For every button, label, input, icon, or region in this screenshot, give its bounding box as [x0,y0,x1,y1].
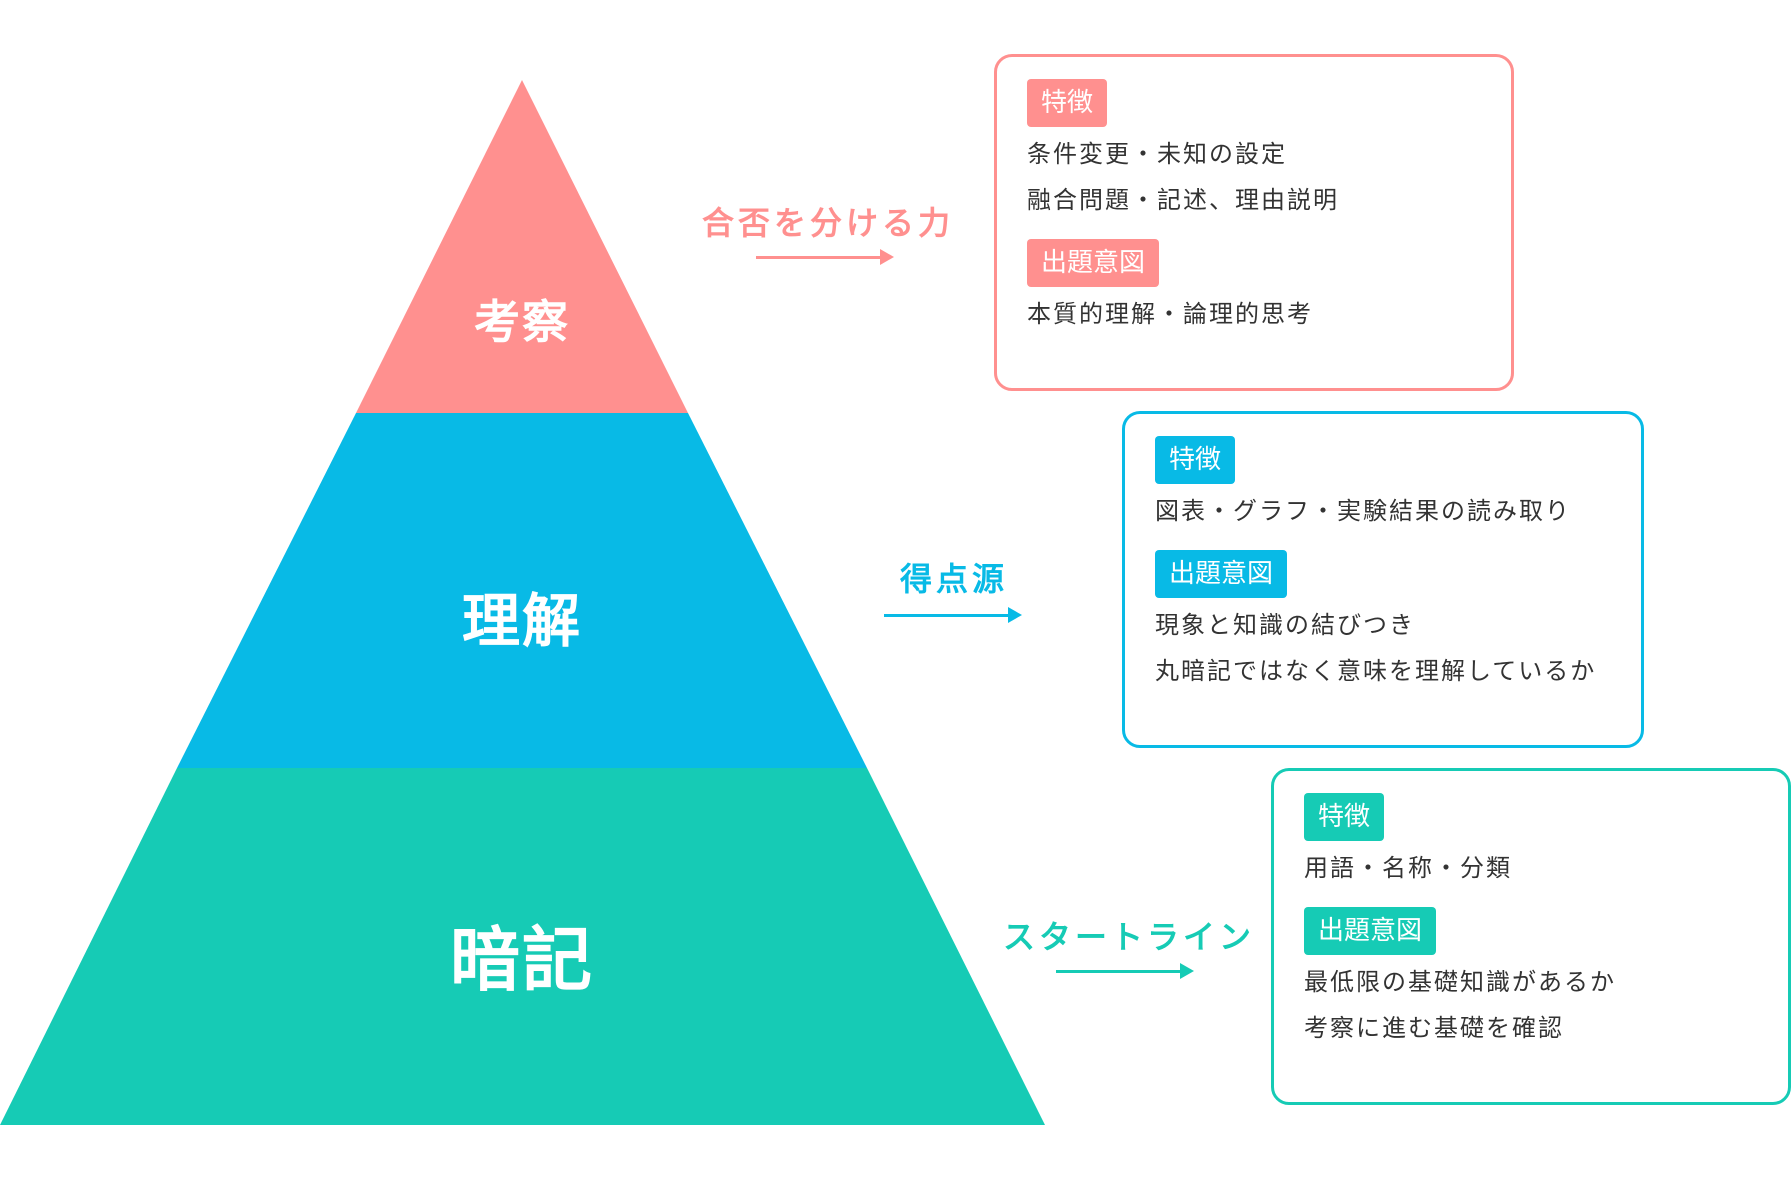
intent-section: 出題意図 本質的理解・論理的思考 [1027,239,1481,337]
tier-label-bottom: 暗記 [450,919,594,1001]
intent-line: 考察に進む基礎を確認 [1304,1014,1564,1042]
intent-section: 出題意図 最低限の基礎知識があるか 考察に進む基礎を確認 [1304,907,1758,1051]
intent-line: 本質的理解・論理的思考 [1027,300,1313,328]
feature-tag: 特徴 [1027,79,1108,127]
feature-section: 特徴 条件変更・未知の設定 融合問題・記述、理由説明 [1027,79,1481,223]
intent-line: 最低限の基礎知識があるか [1304,968,1616,996]
arrow-label-top: 合否を分ける力 [702,204,955,242]
arrow-line-bottom [1056,970,1182,973]
feature-tag: 特徴 [1304,793,1385,841]
intent-tag: 出題意図 [1304,907,1437,955]
feature-line: 図表・グラフ・実験結果の読み取り [1155,497,1571,525]
intent-tag: 出題意図 [1027,239,1160,287]
feature-section: 特徴 図表・グラフ・実験結果の読み取り [1155,436,1611,534]
feature-line: 条件変更・未知の設定 [1027,140,1287,168]
intent-tag: 出題意図 [1155,550,1288,598]
info-box-top: 特徴 条件変更・未知の設定 融合問題・記述、理由説明 出題意図 本質的理解・論理… [994,54,1514,391]
tier-label-mid: 理解 [461,587,582,655]
arrow-label-bottom: スタートライン [1003,918,1256,956]
tier-label-top: 考察 [474,295,570,349]
intent-line: 現象と知識の結びつき [1155,611,1415,639]
info-box-bottom: 特徴 用語・名称・分類 出題意図 最低限の基礎知識があるか 考察に進む基礎を確認 [1271,768,1791,1105]
pyramid-tier-bottom [0,768,1045,1125]
arrow-head-bottom-icon [1180,963,1194,979]
intent-line: 丸暗記ではなく意味を理解しているか [1155,657,1597,685]
arrow-line-top [756,256,882,259]
feature-line: 用語・名称・分類 [1304,854,1512,882]
feature-section: 特徴 用語・名称・分類 [1304,793,1758,891]
pyramid-tier-mid [177,413,867,768]
info-box-mid: 特徴 図表・グラフ・実験結果の読み取り 出題意図 現象と知識の結びつき 丸暗記で… [1122,411,1644,748]
arrow-line-mid [884,614,1010,617]
intent-section: 出題意図 現象と知識の結びつき 丸暗記ではなく意味を理解しているか [1155,550,1611,694]
pyramid-tier-top [356,80,688,413]
arrow-head-top-icon [880,249,894,265]
arrow-head-mid-icon [1008,607,1022,623]
arrow-label-mid: 得点源 [900,560,1009,598]
feature-tag: 特徴 [1155,436,1236,484]
feature-line: 融合問題・記述、理由説明 [1027,186,1339,214]
